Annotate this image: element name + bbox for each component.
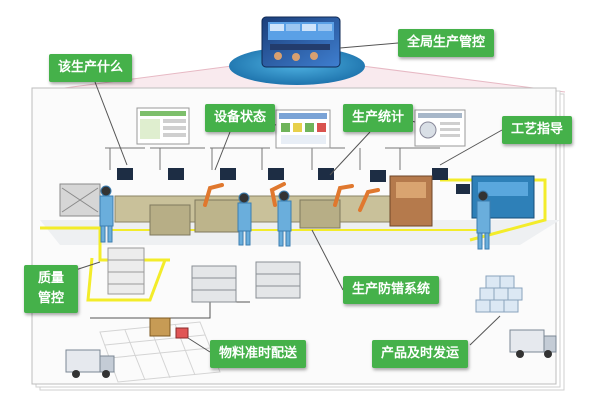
equipment-status-screen: [275, 109, 331, 149]
worker-icon: [99, 185, 491, 250]
connector-material: [187, 337, 211, 353]
truck-icon: [65, 349, 115, 378]
label-quality-line2: 管控: [37, 291, 64, 306]
label-global-control: 全局生产管控: [398, 29, 495, 57]
label-product-shipping: 产品及时发运: [372, 340, 469, 368]
pallet-icon: [149, 317, 189, 339]
label-production-stats: 生产统计: [343, 104, 414, 132]
truck-icon: [509, 329, 557, 358]
label-equipment-status: 设备状态: [205, 104, 276, 132]
production-stats-screen: [414, 109, 466, 147]
production-line: [59, 175, 535, 236]
connector-delivery: [469, 315, 501, 346]
label-connectors: [59, 81, 503, 291]
robot-arm-icon: [203, 182, 380, 212]
connector-global: [339, 42, 399, 49]
label-quality-control: 质量 管控: [24, 265, 78, 313]
monitor-icon: [117, 168, 470, 194]
box-stack-icon: [475, 275, 523, 313]
label-quality-line1: 质量: [37, 271, 64, 286]
cart-icon: [191, 261, 301, 303]
label-error-proofing: 生产防错系统: [343, 276, 440, 304]
label-material-delivery: 物料准时配送: [210, 340, 307, 368]
quality-rack: [107, 247, 145, 295]
what-to-produce-screen: [136, 107, 190, 145]
label-what-to-produce: 该生产什么: [49, 54, 133, 82]
control-room-screen-icon: [261, 16, 341, 68]
label-process-guide: 工艺指导: [502, 116, 573, 144]
